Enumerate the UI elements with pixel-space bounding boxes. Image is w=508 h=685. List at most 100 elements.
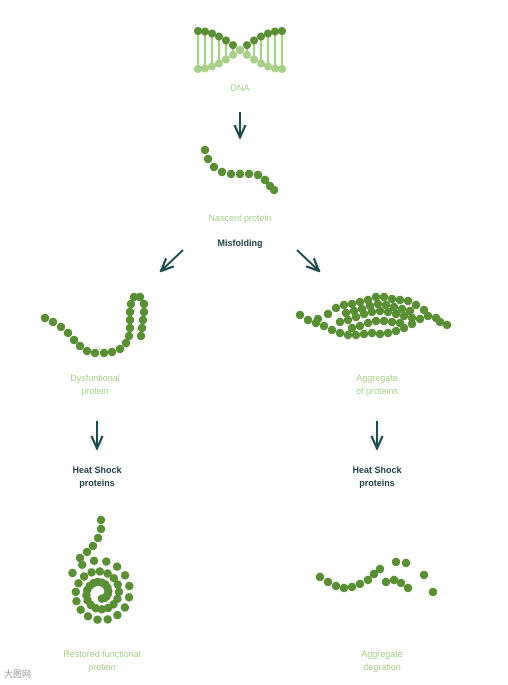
bead (137, 323, 147, 333)
bead (87, 568, 96, 577)
dna-bead (264, 62, 272, 71)
dna-bead (278, 65, 286, 73)
bead (381, 577, 391, 587)
bead (442, 320, 452, 330)
bead (96, 524, 106, 534)
restored-label-line2: protein (88, 662, 116, 672)
bead (79, 572, 89, 581)
restored-protein-spiral (68, 515, 134, 624)
bead (359, 329, 369, 339)
bead (375, 564, 385, 574)
bead (327, 325, 337, 335)
dna-bead (215, 32, 223, 41)
bead (351, 330, 361, 340)
arrow-misfolding-right (296, 249, 318, 270)
bead (371, 292, 381, 302)
bead (379, 316, 389, 326)
hsp-right-label: Heat Shock proteins (317, 464, 437, 490)
bead (99, 348, 109, 358)
hsp-right-line2: proteins (359, 478, 395, 488)
bead (96, 515, 106, 525)
bead (209, 162, 219, 172)
aggregate-degradation-pieces (315, 557, 438, 597)
hsp-left-line2: proteins (79, 478, 115, 488)
dna-bead (222, 55, 230, 64)
dna-bead (250, 36, 258, 45)
bead (63, 328, 73, 338)
bead (373, 299, 383, 309)
bead (396, 578, 406, 588)
bead (125, 315, 135, 325)
restored-protein-label: Restored functional protein (42, 648, 162, 674)
dysfunctional-protein-chain (40, 292, 149, 358)
dna-bead (229, 50, 237, 59)
bead (75, 553, 85, 563)
bead (72, 597, 81, 606)
bead (120, 571, 130, 580)
bead (303, 315, 313, 325)
bead (363, 575, 373, 585)
bead (203, 154, 213, 164)
bead (399, 311, 409, 321)
bead (363, 318, 373, 328)
dna-bead (278, 27, 286, 35)
bead (107, 347, 117, 357)
bead (387, 317, 397, 327)
bead (253, 170, 263, 180)
bead (126, 299, 136, 309)
bead (68, 568, 77, 578)
bead (319, 321, 329, 331)
dna-bead (215, 59, 223, 68)
bead (331, 581, 341, 591)
bead (391, 557, 401, 567)
bead (357, 304, 367, 314)
dna-bead (264, 29, 272, 38)
dna-bead (194, 27, 202, 35)
nascent-protein-chain (200, 145, 279, 195)
bead (381, 300, 391, 310)
bead (129, 292, 139, 302)
bead (313, 314, 323, 324)
bead (347, 299, 357, 309)
bead (403, 583, 413, 593)
bead (403, 296, 413, 306)
bead (379, 292, 389, 302)
bead (78, 560, 87, 569)
dna-bead (236, 46, 244, 54)
aggregate-label-line1: Aggregate (356, 373, 398, 383)
bead (102, 557, 111, 566)
bead (48, 317, 58, 327)
bead (112, 562, 122, 571)
dna-bead (222, 36, 230, 45)
bead (244, 169, 254, 179)
bead (339, 300, 349, 310)
bead (139, 307, 149, 317)
bead (235, 169, 245, 179)
bead (56, 322, 66, 332)
bead (103, 569, 112, 578)
bead (82, 346, 92, 356)
hsp-right-line1: Heat Shock (352, 465, 402, 475)
bead (113, 610, 122, 620)
bead (323, 309, 333, 319)
bead (109, 574, 119, 583)
bead (428, 587, 438, 597)
bead (415, 314, 425, 324)
bead (369, 569, 379, 579)
bead (260, 175, 270, 185)
bead (136, 331, 146, 341)
bead (135, 292, 145, 302)
bead (349, 306, 359, 316)
bead (89, 556, 99, 565)
watermark-text: 大图网 (4, 670, 32, 680)
dna-bead (194, 65, 202, 73)
dna-bead (271, 64, 279, 73)
bead (339, 583, 349, 593)
bead (355, 321, 365, 331)
bead (405, 306, 415, 316)
dna-bead (201, 27, 209, 36)
restored-label-line1: Restored functional (63, 649, 141, 659)
bead (83, 612, 93, 621)
bead (389, 302, 399, 312)
bead (371, 316, 381, 326)
